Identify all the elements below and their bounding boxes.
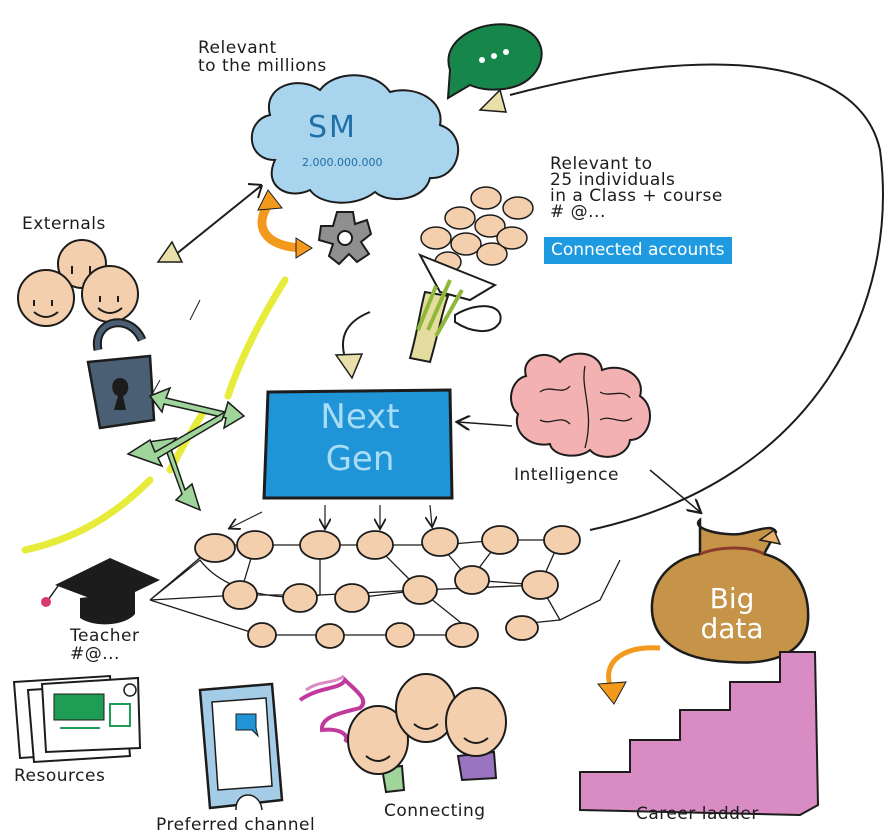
- green-arrows: [126, 386, 246, 512]
- preferred-channel-label: Preferred channel: [156, 815, 316, 835]
- orange-swap-arrow: [257, 202, 301, 253]
- career-ladder-label: Career ladder: [636, 804, 759, 824]
- graduation-cap-icon: [41, 558, 160, 625]
- sm-count: 2.000.000.000: [302, 156, 383, 169]
- teacher-line-2: #@...: [70, 644, 120, 664]
- relevant-millions-label: Relevant to the millions: [198, 39, 327, 75]
- externals-sm-arrow: [174, 184, 263, 256]
- relevant-millions-line-2: to the millions: [198, 56, 327, 76]
- big-data-line-2: data: [700, 612, 764, 645]
- resources-label: Resources: [14, 766, 106, 786]
- intelligence-bigdata-arrow: [649, 469, 700, 512]
- money-bag-icon: [650, 517, 810, 664]
- relevant-individuals-line-4: # @...: [550, 202, 606, 222]
- cloud-icon: [250, 74, 459, 204]
- big-data-label: Big data: [672, 584, 792, 644]
- externals-label: Externals: [22, 214, 106, 234]
- flower-bouquet-icon: [408, 253, 502, 364]
- relevant-individuals-line-2: 25 individuals: [550, 170, 676, 190]
- relevant-individuals-line-1: Relevant to: [550, 154, 653, 174]
- resources-icon: [12, 674, 142, 764]
- brain-icon: [510, 352, 651, 458]
- tablet-icon: [198, 682, 284, 811]
- padlock-icon: [86, 318, 156, 430]
- intelligence-label: Intelligence: [514, 465, 619, 485]
- relevant-individuals-line-3: in a Class + course: [550, 186, 723, 206]
- next-gen-box: [262, 388, 454, 500]
- externals-faces: [17, 239, 139, 327]
- connected-accounts-tag: Connected accounts: [544, 237, 732, 264]
- relevant-millions-line-1: Relevant: [198, 38, 277, 58]
- teacher-line-1: Teacher: [70, 626, 140, 646]
- connecting-label: Connecting: [384, 801, 486, 821]
- loop-arrow: [509, 63, 884, 531]
- big-data-line-1: Big: [709, 582, 755, 615]
- gear-icon: [317, 211, 373, 266]
- next-gen-line-2: Gen: [325, 439, 395, 479]
- speech-bubble-icon: [446, 23, 543, 100]
- relevant-individuals-label: Relevant to 25 individuals in a Class + …: [550, 154, 723, 222]
- connecting-faces: [347, 673, 507, 794]
- teacher-label: Teacher #@...: [70, 627, 139, 663]
- network-faces: [194, 525, 581, 649]
- class-faces: [420, 186, 534, 273]
- connecting-squiggle: [298, 676, 366, 744]
- sm-title: SM: [308, 110, 357, 145]
- next-gen-label: Next Gen: [270, 396, 450, 480]
- career-ladder-shape: [579, 651, 820, 817]
- bigdata-ladder-arrow: [606, 645, 661, 692]
- intelligence-arrow: [458, 422, 513, 426]
- loop-arrow-head: [478, 88, 508, 113]
- next-gen-line-1: Next: [320, 397, 400, 437]
- next-gen-downlinks: [230, 504, 432, 528]
